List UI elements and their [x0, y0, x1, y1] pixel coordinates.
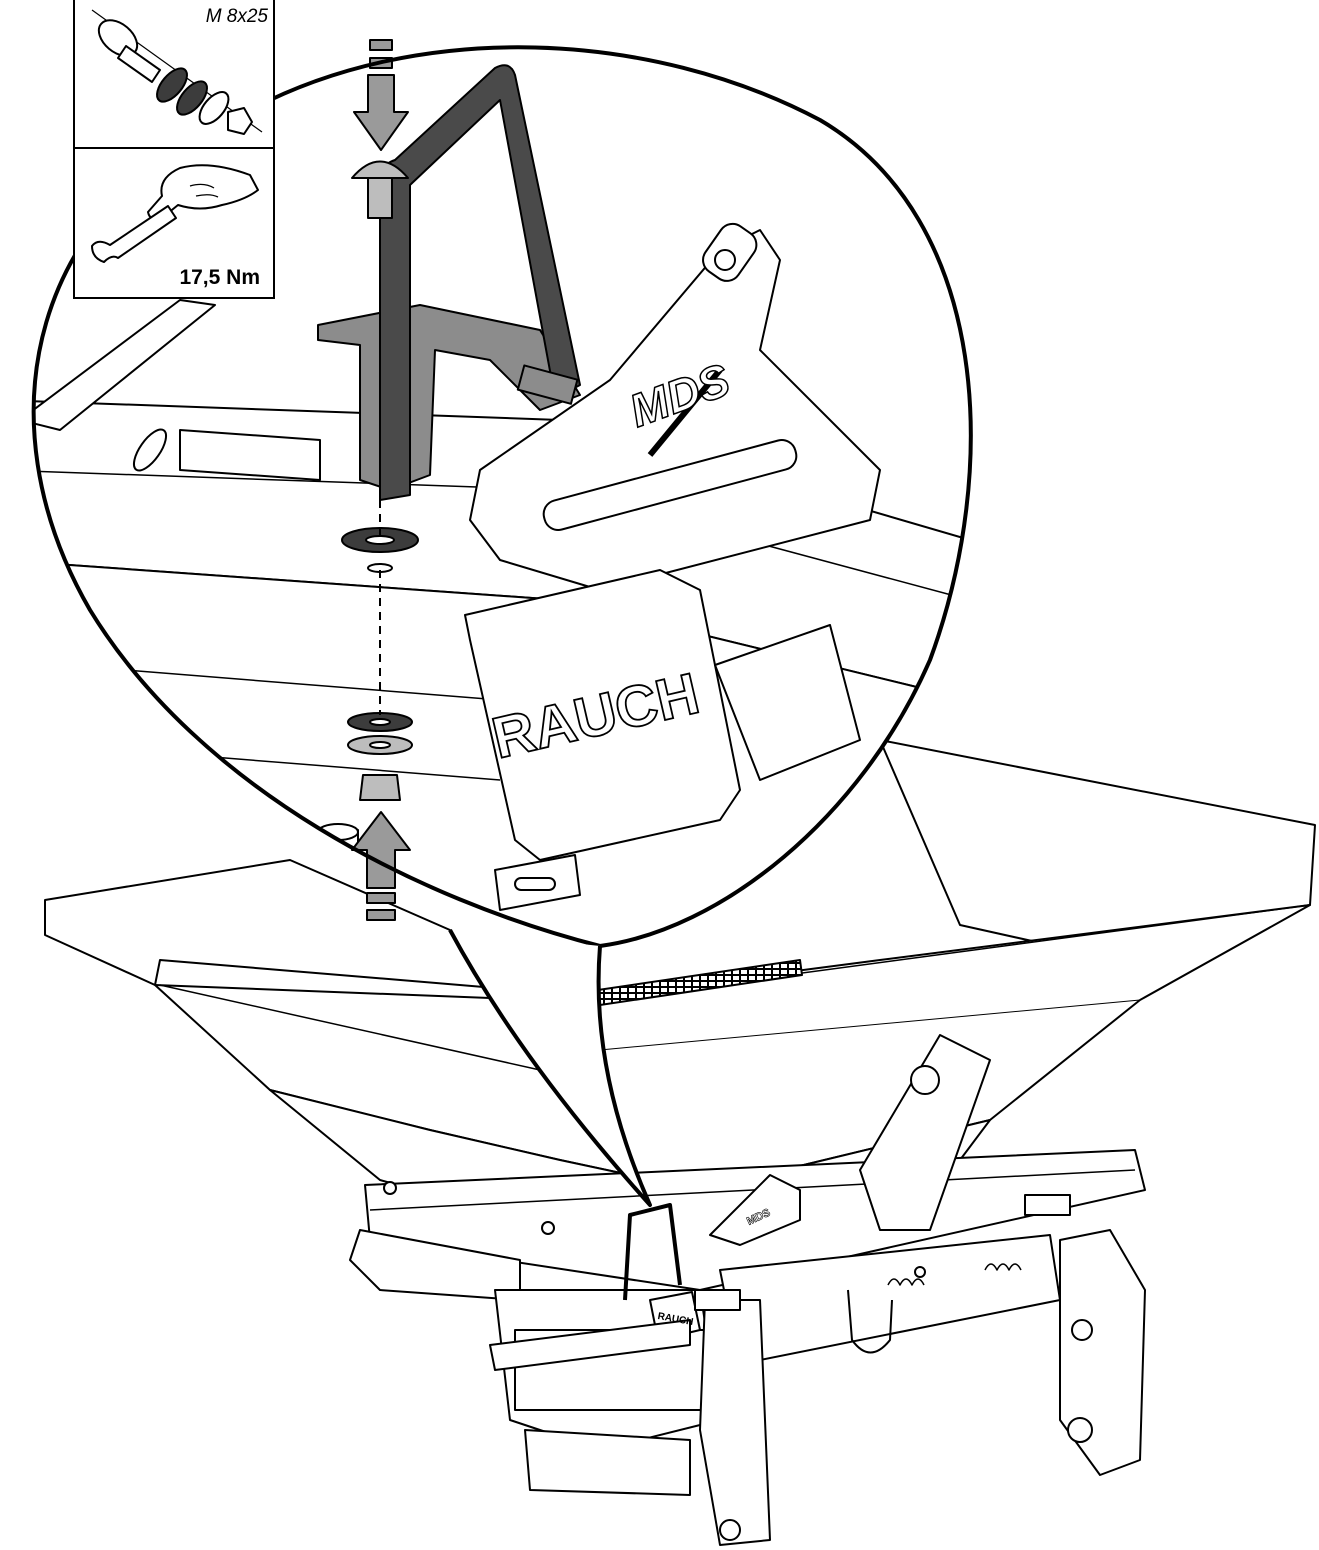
carriage-bolt-washers-nut-icon — [91, 9, 263, 135]
frame-label-slot — [1024, 1194, 1071, 1216]
zoom-eyelet-slot — [514, 877, 556, 891]
zoom-circle-outline — [31, 45, 973, 949]
mds-pointer — [647, 368, 723, 457]
arrow-up-icon — [351, 811, 411, 889]
hopper-cover-plate — [464, 569, 741, 861]
arrow-up-dash — [366, 909, 396, 921]
bolt-spec-label: M 8x25 — [206, 6, 269, 27]
arrow-up-dash — [366, 892, 396, 904]
frame-bolt — [541, 1221, 555, 1235]
arrow-down-dash — [369, 39, 393, 51]
zoom-strut — [33, 299, 216, 431]
top-link-bracket — [859, 1034, 991, 1231]
label-plate-blank — [714, 624, 861, 781]
zoom-block — [179, 429, 321, 481]
zoom-hole — [132, 428, 168, 472]
carriage-bolt-head — [351, 160, 409, 179]
hitch-pin-upper-right — [1071, 1319, 1093, 1341]
arrow-down-icon — [353, 74, 409, 151]
shut-off-lever — [489, 1319, 691, 1371]
hand-wrench-icon — [91, 164, 259, 263]
mds-slot — [542, 439, 798, 531]
spreader-machine — [44, 739, 1316, 1546]
lock-nut — [359, 774, 401, 801]
mds-bracket-small — [709, 1174, 801, 1246]
hitch-upright-left — [699, 1299, 771, 1546]
frame-bolt — [914, 1266, 926, 1278]
lower-shield — [524, 1429, 691, 1496]
torque-label: 17,5 Nm — [179, 266, 260, 289]
zoom-callout-tail — [448, 929, 652, 1207]
carriage-bolt-shank — [367, 177, 393, 219]
u-bolt — [847, 1289, 893, 1354]
spring-right — [984, 1263, 1022, 1271]
hopper-rim-left — [44, 859, 521, 991]
hitch-pin-lower-right — [1067, 1417, 1093, 1443]
bracket-small — [623, 1203, 682, 1301]
frame-left — [349, 1229, 521, 1301]
top-link-pin — [910, 1065, 940, 1095]
instruction-inset: M 8x25 17,5 Nm — [73, 0, 275, 299]
hitch-upright-right — [1059, 1229, 1146, 1476]
hitch-pin-lower-left — [719, 1519, 741, 1541]
strap-hook — [516, 364, 579, 405]
frame-bolt — [383, 1181, 397, 1195]
mds-eye-hole — [714, 249, 736, 271]
spring-left — [887, 1278, 925, 1286]
frame-label-slot — [694, 1289, 741, 1311]
